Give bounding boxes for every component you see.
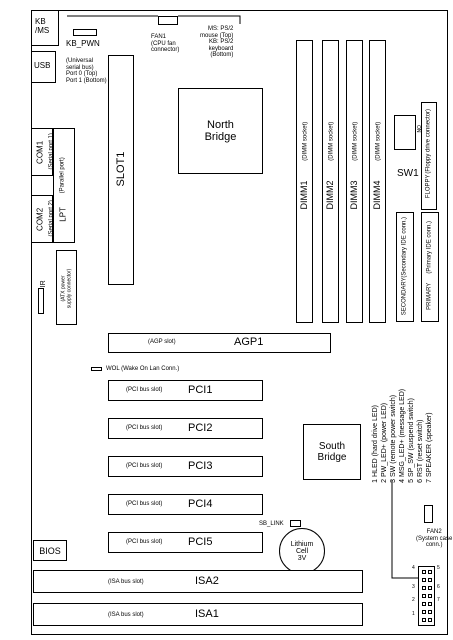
board-outline <box>31 10 448 635</box>
pci-label-3: PCI3 <box>188 460 213 472</box>
ps2-description: MS: PS/2 mouse (Top) KB: PS/2 keyboard (… <box>200 26 234 59</box>
isa-label-1: ISA1 <box>195 608 219 620</box>
pci-description-5: (PCI bus slot) <box>126 539 163 545</box>
ps2-wire-right <box>178 15 241 24</box>
pin-dot <box>422 594 426 598</box>
pin-dot <box>422 618 426 622</box>
pin-dot <box>422 602 426 606</box>
slot1-socket <box>108 55 134 285</box>
kbpwn-label: KB_PWN <box>66 39 100 48</box>
isa-slot-1 <box>33 603 363 626</box>
isa-label-2: ISA2 <box>195 575 219 587</box>
pin-left-4: 4 <box>412 565 415 571</box>
pci-slot-1 <box>108 380 263 401</box>
sw1-label: SW1 <box>397 168 419 179</box>
south-bridge-label: South Bridge <box>317 441 347 463</box>
pin-dot <box>428 602 432 606</box>
dimm-socket-2 <box>322 40 339 323</box>
pin-dot <box>428 578 432 582</box>
pin-left-3: 3 <box>412 584 415 590</box>
pin-left-2: 2 <box>412 597 415 603</box>
isa-description-2: (ISA bus slot) <box>108 579 144 585</box>
kbms-connector <box>31 10 59 46</box>
kbms-label: KB /MS <box>35 17 50 35</box>
lpt-connector <box>53 128 75 243</box>
pin-dot <box>422 610 426 614</box>
dimm-socket-4 <box>369 40 386 323</box>
agp-slot <box>108 333 331 353</box>
com2-connector <box>31 195 53 243</box>
usb-label: USB <box>34 61 51 70</box>
north-bridge-label: North Bridge <box>204 119 237 143</box>
ir-header <box>38 288 44 314</box>
isa-description-1: (ISA bus slot) <box>108 612 144 618</box>
pci-label-1: PCI1 <box>188 384 213 396</box>
pin-right-7: 7 <box>437 597 440 603</box>
pci-slot-5 <box>108 532 263 553</box>
pin-dot <box>428 594 432 598</box>
pin-dot <box>428 610 432 614</box>
isa-slot-2 <box>33 570 363 593</box>
fan1-connector <box>158 16 178 25</box>
dimm-socket-3 <box>346 40 363 323</box>
dimm-socket-1 <box>296 40 313 323</box>
pin-right-5: 5 <box>437 565 440 571</box>
fan2-label: FAN2 (System case conn.) <box>416 529 453 549</box>
sw1-dip-switch <box>394 115 416 150</box>
atx-power-connector <box>56 250 77 325</box>
legend-wire <box>391 480 418 579</box>
sb-link-header <box>290 520 301 527</box>
com1-connector <box>31 128 53 176</box>
pci-description-4: (PCI bus slot) <box>126 501 163 507</box>
pci-label-2: PCI2 <box>188 422 213 434</box>
pci-slot-3 <box>108 456 263 477</box>
battery-label: Lithium Cell 3V <box>290 540 314 562</box>
pin-dot <box>422 578 426 582</box>
wol-header <box>91 367 102 371</box>
floppy-connector <box>421 102 437 210</box>
pci-label-4: PCI4 <box>188 498 213 510</box>
pin-right-6: 6 <box>437 584 440 590</box>
pci-label-5: PCI5 <box>188 536 213 548</box>
south-bridge-chip: South Bridge <box>303 424 361 480</box>
pci-description-1: (PCI bus slot) <box>126 387 163 393</box>
bios-label: BIOS <box>39 545 61 556</box>
wol-label: WOL (Wake On Lan Conn.) <box>106 366 180 372</box>
agp-label: AGP1 <box>234 336 264 348</box>
pin-left-1: 1 <box>412 611 415 617</box>
fan2-connector <box>424 505 433 523</box>
pci-description-3: (PCI bus slot) <box>126 463 163 469</box>
pin-dot <box>422 586 426 590</box>
pin-dot <box>428 570 432 574</box>
fan1-label: FAN1 (CPU fan connector) <box>151 34 180 54</box>
usb-description: (Universal serial bus) Port 0 (Top) Port… <box>66 58 107 84</box>
agp-description: (AGP slot) <box>148 339 176 345</box>
secondary-ide-connector <box>396 212 414 322</box>
usb-connector <box>31 51 56 83</box>
pin-dot <box>428 586 432 590</box>
north-bridge-chip: North Bridge <box>178 88 263 174</box>
pin-dot <box>422 570 426 574</box>
bios-chip: BIOS <box>33 540 67 561</box>
sb-link-label: SB_LINK <box>259 521 284 527</box>
pci-slot-2 <box>108 418 263 439</box>
pin-dot <box>428 618 432 622</box>
kbpwn-header <box>73 29 97 36</box>
primary-ide-connector <box>421 212 439 322</box>
pci-slot-4 <box>108 494 263 515</box>
pci-description-2: (PCI bus slot) <box>126 425 163 431</box>
